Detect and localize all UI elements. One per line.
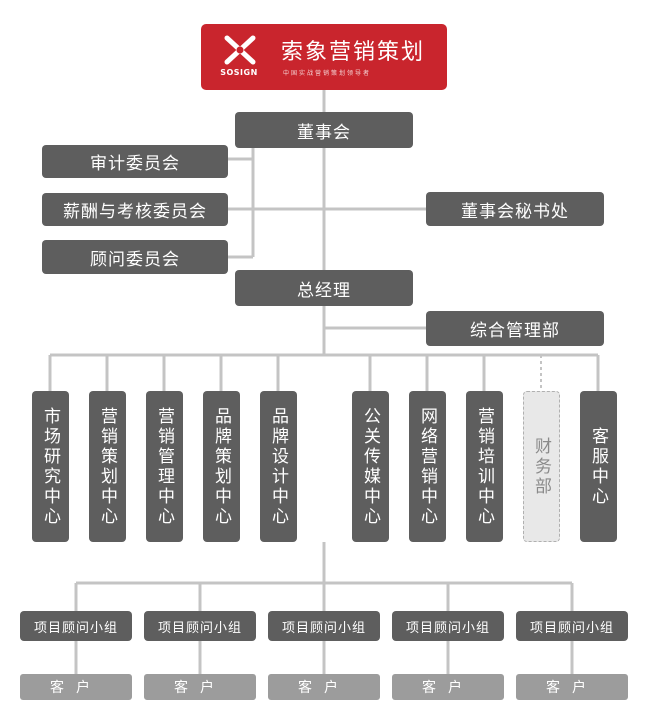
dept-marketing-training: 营销培训中心 bbox=[466, 391, 503, 542]
customer-2: 客户 bbox=[144, 674, 256, 700]
admin-dept-box: 综合管理部 bbox=[426, 311, 604, 346]
board-box: 董事会 bbox=[235, 112, 413, 148]
sosign-logo-icon bbox=[224, 35, 256, 65]
dept-brand-design: 品牌设计中心 bbox=[260, 391, 297, 542]
dept-customer-service: 客服中心 bbox=[580, 391, 617, 542]
dept-marketing-management: 营销管理中心 bbox=[146, 391, 183, 542]
committee-advisory: 顾问委员会 bbox=[42, 240, 228, 274]
customer-5: 客户 bbox=[516, 674, 628, 700]
customer-3: 客户 bbox=[268, 674, 380, 700]
project-group-3: 项目顾问小组 bbox=[268, 611, 380, 641]
project-group-2: 项目顾问小组 bbox=[144, 611, 256, 641]
committee-compensation: 薪酬与考核委员会 bbox=[42, 193, 228, 226]
customer-1: 客户 bbox=[20, 674, 132, 700]
project-group-5: 项目顾问小组 bbox=[516, 611, 628, 641]
dept-online-marketing: 网络营销中心 bbox=[409, 391, 446, 542]
dept-brand-planning: 品牌策划中心 bbox=[203, 391, 240, 542]
board-secretary-box: 董事会秘书处 bbox=[426, 192, 604, 226]
logo-company-name: 索象营销策划 bbox=[281, 40, 426, 65]
logo-tagline: 中国实战营销策划领导者 bbox=[283, 70, 372, 77]
general-manager-box: 总经理 bbox=[235, 270, 413, 306]
dept-public-relations: 公关传媒中心 bbox=[352, 391, 389, 542]
sosign-logo: SOSIGN 索象营销策划 中国实战营销策划领导者 bbox=[201, 24, 447, 90]
logo-brand-text: SOSIGN bbox=[220, 68, 258, 77]
dept-marketing-planning: 营销策划中心 bbox=[89, 391, 126, 542]
customer-4: 客户 bbox=[392, 674, 504, 700]
project-group-4: 项目顾问小组 bbox=[392, 611, 504, 641]
dept-finance: 财务部 bbox=[523, 391, 560, 542]
dept-market-research: 市场研究中心 bbox=[32, 391, 69, 542]
committee-audit: 审计委员会 bbox=[42, 145, 228, 178]
project-group-1: 项目顾问小组 bbox=[20, 611, 132, 641]
